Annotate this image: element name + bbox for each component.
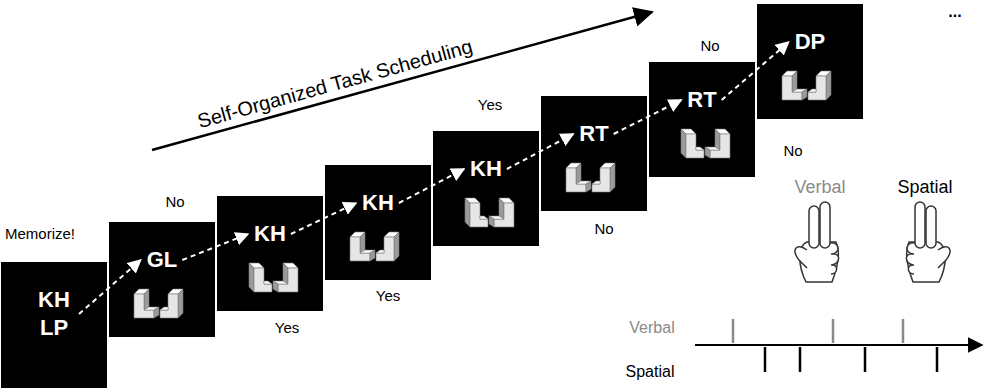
stimulus-frame: RT: [649, 62, 755, 177]
response-label: No: [700, 37, 719, 54]
right-hand-icon: [906, 202, 950, 282]
timeline-label: Spatial: [626, 363, 675, 381]
block-figure: [670, 120, 734, 160]
hand-label: Spatial: [897, 177, 952, 198]
response-label: Yes: [376, 287, 400, 304]
frame-letters: KH: [254, 222, 286, 246]
block-figure: [454, 189, 518, 229]
instruction-label: Memorize!: [5, 225, 75, 242]
timeline-label: Verbal: [629, 319, 674, 337]
stimulus-frame: KH LP: [1, 262, 107, 388]
frame-letters: GL: [147, 248, 178, 272]
dashed-arrow: [291, 203, 356, 234]
stimulus-frame: RT: [541, 96, 647, 211]
frame-letters: RT: [579, 122, 608, 146]
stimulus-frame: DP: [757, 4, 863, 119]
spatial-ticks: [765, 347, 937, 372]
dashed-arrow: [182, 234, 248, 260]
frame-letters: KH LP: [34, 286, 74, 342]
block-figure: [778, 62, 842, 102]
hand-label: Verbal: [794, 177, 845, 198]
response-label: No: [165, 193, 184, 210]
dashed-arrow: [507, 134, 573, 169]
stimulus-frame: KH: [433, 131, 539, 246]
block-figure: [562, 154, 626, 194]
block-figure: [130, 280, 194, 320]
stimulus-frame: KH: [217, 196, 323, 311]
timeline-axis: [695, 344, 982, 346]
stimulus-frame: GL: [109, 222, 215, 337]
verbal-ticks: [733, 319, 903, 343]
frame-letters: RT: [687, 88, 716, 112]
stimulus-frame: KH: [325, 165, 431, 280]
block-figure: [238, 254, 302, 294]
frame-letters: KH: [362, 191, 394, 215]
response-label: Yes: [275, 319, 299, 336]
frame-letters: KH: [470, 157, 502, 181]
dashed-arrow: [614, 100, 682, 134]
scheduling-title: Self-Organized Task Scheduling: [195, 35, 475, 133]
frame-letters: DP: [795, 30, 826, 54]
block-figure: [346, 223, 410, 263]
dashed-arrow: [79, 260, 141, 314]
left-hand-icon: [795, 202, 839, 282]
response-label: No: [594, 220, 613, 237]
continuation-mark: ...: [948, 3, 961, 21]
dashed-arrow: [399, 169, 464, 203]
dashed-arrow: [722, 42, 789, 100]
response-label: No: [783, 142, 802, 159]
response-label: Yes: [478, 96, 502, 113]
